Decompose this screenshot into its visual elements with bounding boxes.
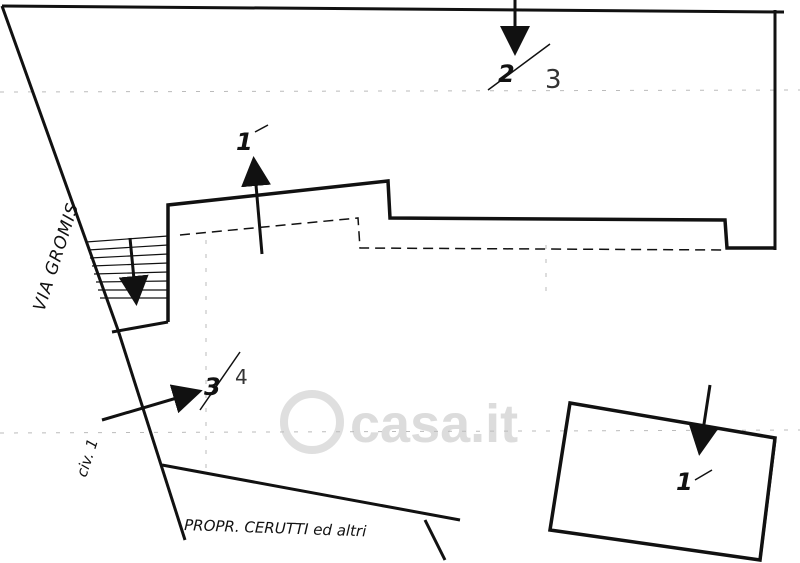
watermark: casa.it xyxy=(280,390,518,454)
arrow-bottom-right xyxy=(688,384,719,456)
building-lower-edge xyxy=(111,320,169,334)
building-outline xyxy=(166,179,775,322)
stair xyxy=(85,235,169,306)
marker-left-number: 3 xyxy=(204,373,221,401)
outer-boundary xyxy=(0,4,785,561)
owner-label: PROPR. CERUTTI ed altri xyxy=(184,516,368,540)
dashed-line xyxy=(179,217,726,251)
marker-left-alt: 4 xyxy=(235,365,248,389)
marker-bottom-right-number: 1 xyxy=(676,468,693,496)
reference-lines xyxy=(0,89,800,470)
marker-center: 1 xyxy=(236,124,269,156)
room-bottom-right xyxy=(547,400,777,562)
marker-center-number: 1 xyxy=(236,128,253,156)
marker-bottom-right: 1 xyxy=(676,468,713,496)
marker-left: 3 4 xyxy=(199,351,248,411)
civic-label: civ. 1 xyxy=(73,436,102,479)
arrow-center xyxy=(241,156,272,255)
watermark-text: casa.it xyxy=(350,394,518,454)
marker-top-alt: 3 xyxy=(545,65,562,95)
marker-top-number: 2 xyxy=(498,60,515,88)
street-label: VIA GROMIS xyxy=(30,200,84,313)
marker-top: 2 3 xyxy=(487,43,562,95)
arrow-left xyxy=(101,384,203,422)
